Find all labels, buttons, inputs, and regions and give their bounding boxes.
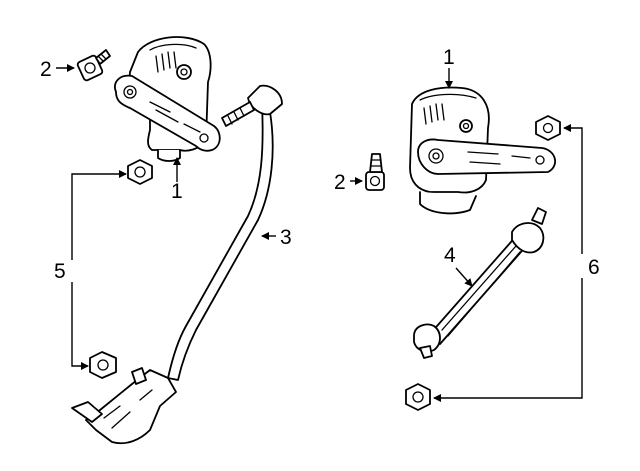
callout-6: 6 — [588, 256, 600, 279]
right-link-rod — [413, 207, 547, 359]
right-upper-nut — [535, 115, 561, 141]
left-level-sensor — [114, 36, 221, 162]
left-bolt — [76, 49, 111, 82]
callout-1-left: 1 — [171, 180, 183, 203]
callout-2-left: 2 — [40, 58, 52, 81]
leader-lines — [56, 64, 583, 402]
right-bolt — [365, 153, 385, 191]
right-level-sensor — [409, 86, 556, 215]
left-linkage-rod — [71, 84, 283, 445]
callout-1-right: 1 — [443, 46, 455, 69]
left-upper-nut — [127, 159, 153, 185]
callout-4: 4 — [444, 244, 456, 267]
left-lower-nut — [89, 351, 117, 379]
callout-2-right: 2 — [334, 171, 346, 194]
right-lower-nut — [405, 383, 431, 411]
callout-5: 5 — [54, 260, 66, 283]
callout-3: 3 — [280, 226, 292, 249]
